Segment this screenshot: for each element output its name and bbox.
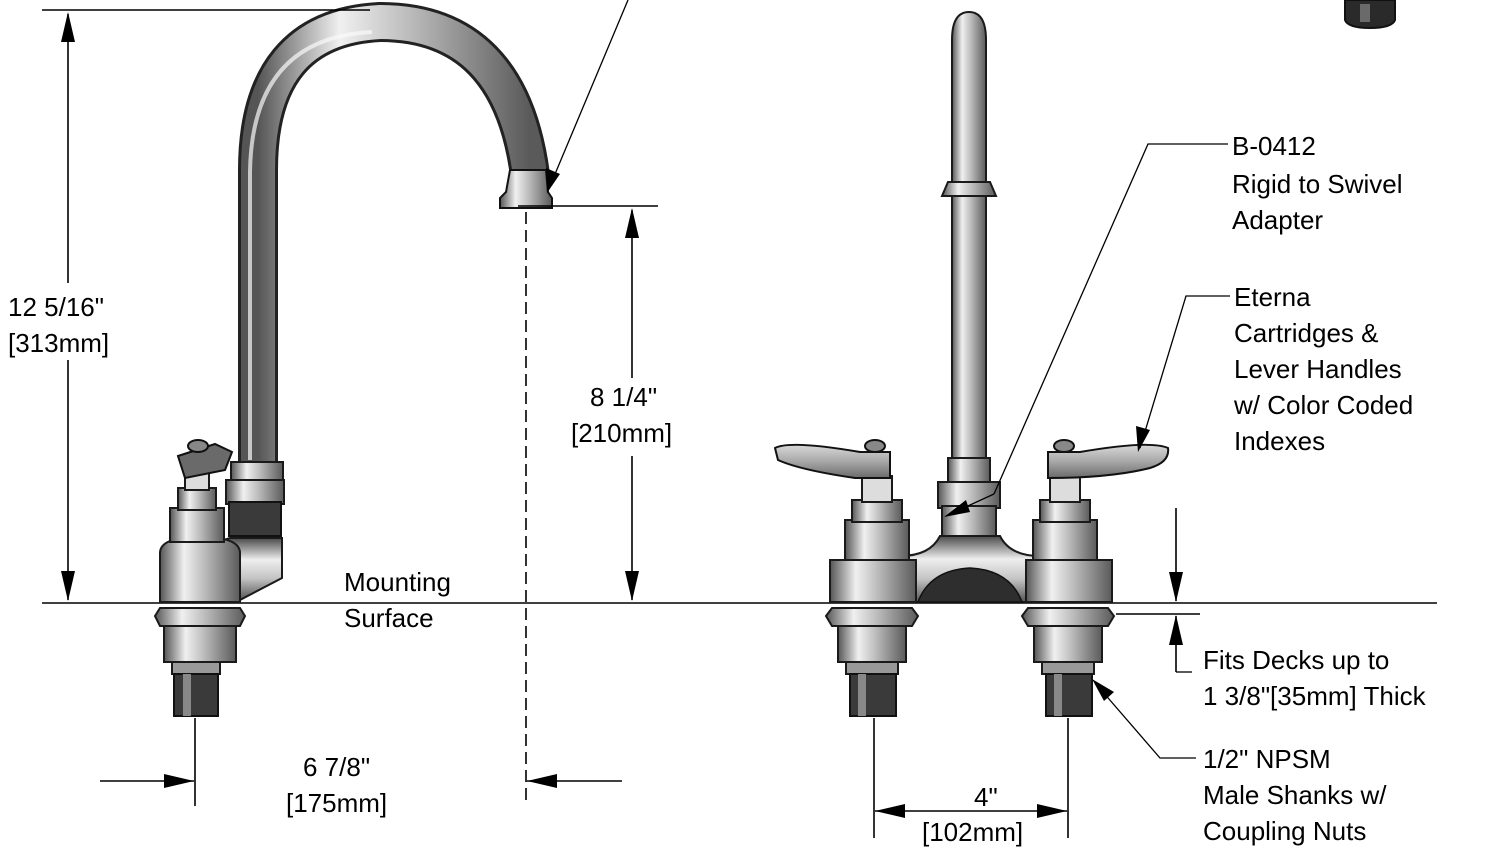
dimension-spout-clearance: 8 1/4" [210mm] [518, 205, 672, 601]
dimension-center-spacing: 4" [102mm] [873, 718, 1069, 847]
deck-thickness-line-1: Fits Decks up to [1203, 645, 1389, 675]
shanks-line-1: 1/2" NPSM [1203, 744, 1331, 774]
center-spacing-metric: [102mm] [922, 817, 1023, 847]
deck-thickness-line-2: 1 3/8"[35mm] Thick [1203, 681, 1427, 711]
spout-clearance-imperial: 8 1/4" [590, 382, 657, 412]
spout-reach-imperial: 6 7/8" [303, 752, 370, 782]
cartridges-line-3: Lever Handles [1234, 354, 1402, 384]
spout-clearance-metric: [210mm] [571, 418, 672, 448]
mounting-surface-label-1: Mounting [344, 567, 451, 597]
cartridges-line-2: Cartridges & [1234, 318, 1379, 348]
adapter-line-3: Adapter [1232, 205, 1323, 235]
callout-shanks: 1/2" NPSM Male Shanks w/ Coupling Nuts [1092, 679, 1387, 846]
spout-reach-metric: [175mm] [286, 788, 387, 818]
cartridges-line-1: Eterna [1234, 282, 1311, 312]
dimension-overall-height: 12 5/16" [313mm] [8, 9, 370, 601]
callout-cartridges: Eterna Cartridges & Lever Handles w/ Col… [1136, 282, 1413, 456]
mounting-surface-label-2: Surface [344, 603, 434, 633]
coupling-nut-thumbnail [1344, 0, 1396, 30]
dimension-deck-thickness: Fits Decks up to 1 3/8"[35mm] Thick [1116, 508, 1427, 711]
adapter-part-number: B-0412 [1232, 131, 1316, 161]
overall-height-metric: [313mm] [8, 328, 109, 358]
shanks-line-2: Male Shanks w/ [1203, 780, 1387, 810]
faucet-front-view [773, 10, 1170, 717]
shanks-line-3: Coupling Nuts [1203, 816, 1366, 846]
cartridges-line-4: w/ Color Coded [1233, 390, 1413, 420]
faucet-side-view [153, 1, 553, 717]
cartridges-line-5: Indexes [1234, 426, 1325, 456]
center-spacing-imperial: 4" [974, 782, 998, 812]
callout-adapter: B-0412 Rigid to Swivel Adapter [944, 131, 1403, 517]
overall-height-imperial: 12 5/16" [8, 292, 104, 322]
dimension-spout-reach: 6 7/8" [175mm] [100, 212, 622, 818]
adapter-line-2: Rigid to Swivel [1232, 169, 1403, 199]
spout-outlet-leader [546, 0, 629, 193]
